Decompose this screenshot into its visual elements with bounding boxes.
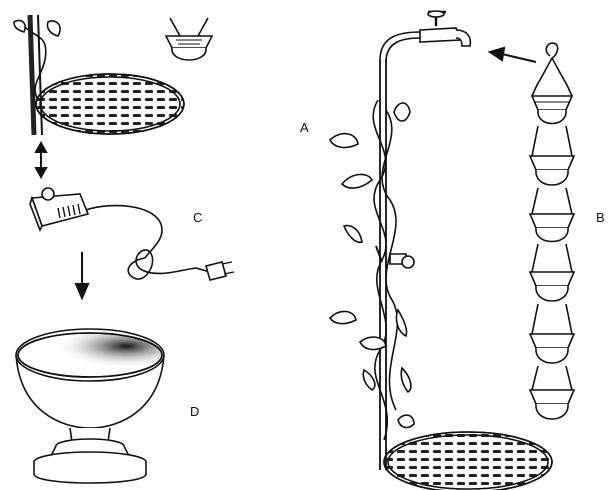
bell-1 (532, 80, 572, 124)
down-arrow-icon (76, 252, 88, 298)
label-c: C (193, 210, 202, 225)
stand-detail-top-left (14, 15, 184, 135)
label-a: A (300, 120, 309, 135)
bell-4 (530, 244, 574, 301)
vine-stand-with-faucet (330, 11, 552, 490)
left-arrow-icon (490, 48, 536, 62)
label-d: D (190, 404, 199, 419)
pedestal-basin (16, 329, 164, 483)
bell-2 (530, 126, 574, 185)
bell-detail-top (166, 18, 212, 60)
bell-6 (530, 366, 574, 419)
bell-5 (530, 304, 574, 363)
hanging-bell-chain (530, 43, 574, 419)
bell-3 (530, 188, 574, 242)
pump-with-power-cord (30, 188, 234, 280)
label-b: B (596, 210, 605, 225)
double-arrow-icon (36, 143, 46, 177)
